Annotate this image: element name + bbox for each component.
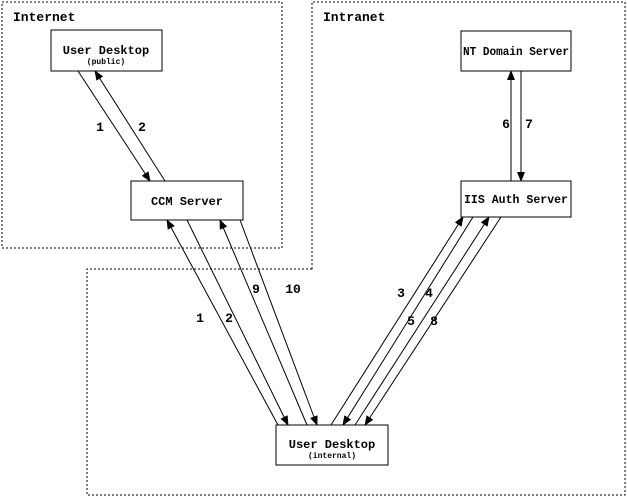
node-user-desktop-internal-title: User Desktop [289,438,375,452]
node-ccm-server [130,180,244,221]
flow-label-6: 6 [502,117,510,132]
flow-label-9: 9 [252,282,260,297]
flow-label-2-internal: 2 [225,311,233,326]
arrow-2-ccm-to-public [94,70,166,182]
arrow-10-ccm-to-internal [239,219,318,426]
internet-zone-label: Internet [13,10,75,25]
node-user-desktop-internal [275,424,389,466]
flow-label-8: 8 [430,314,438,329]
node-nt-domain-server-title: NT Domain Server [463,45,569,59]
arrow-2-ccm-to-internal [186,219,289,426]
flow-label-2-public: 2 [138,120,146,135]
node-user-desktop-public [50,29,163,72]
node-iis-auth-server [460,180,572,218]
flow-label-1-internal: 1 [196,311,204,326]
flow-label-10: 10 [285,282,301,297]
arrow-4-iis-to-internal [342,216,474,426]
intranet-zone-label: Intranet [323,10,385,25]
flow-label-3: 3 [397,286,405,301]
flow-label-7: 7 [525,117,533,132]
arrow-1-public-to-ccm [77,70,151,182]
flow-label-4: 4 [425,286,433,301]
node-nt-domain-server [460,30,572,72]
arrow-1-internal-to-ccm [166,219,279,426]
arrow-8-iis-to-internal [364,216,502,426]
arrow-5-internal-to-iis [354,216,490,426]
internet-zone-border [1,1,283,249]
node-user-desktop-public-title: User Desktop [63,44,149,58]
arrow-9-internal-to-ccm [219,219,308,426]
intranet-zone-border [86,1,626,496]
flow-label-1-public: 1 [96,120,104,135]
node-iis-auth-server-title: IIS Auth Server [464,193,568,207]
node-user-desktop-internal-subtitle: (internal) [308,452,356,461]
node-ccm-server-title: CCM Server [151,195,223,209]
flow-label-5: 5 [407,314,415,329]
node-user-desktop-public-subtitle: (public) [87,58,125,67]
arrow-3-internal-to-iis [330,216,464,426]
